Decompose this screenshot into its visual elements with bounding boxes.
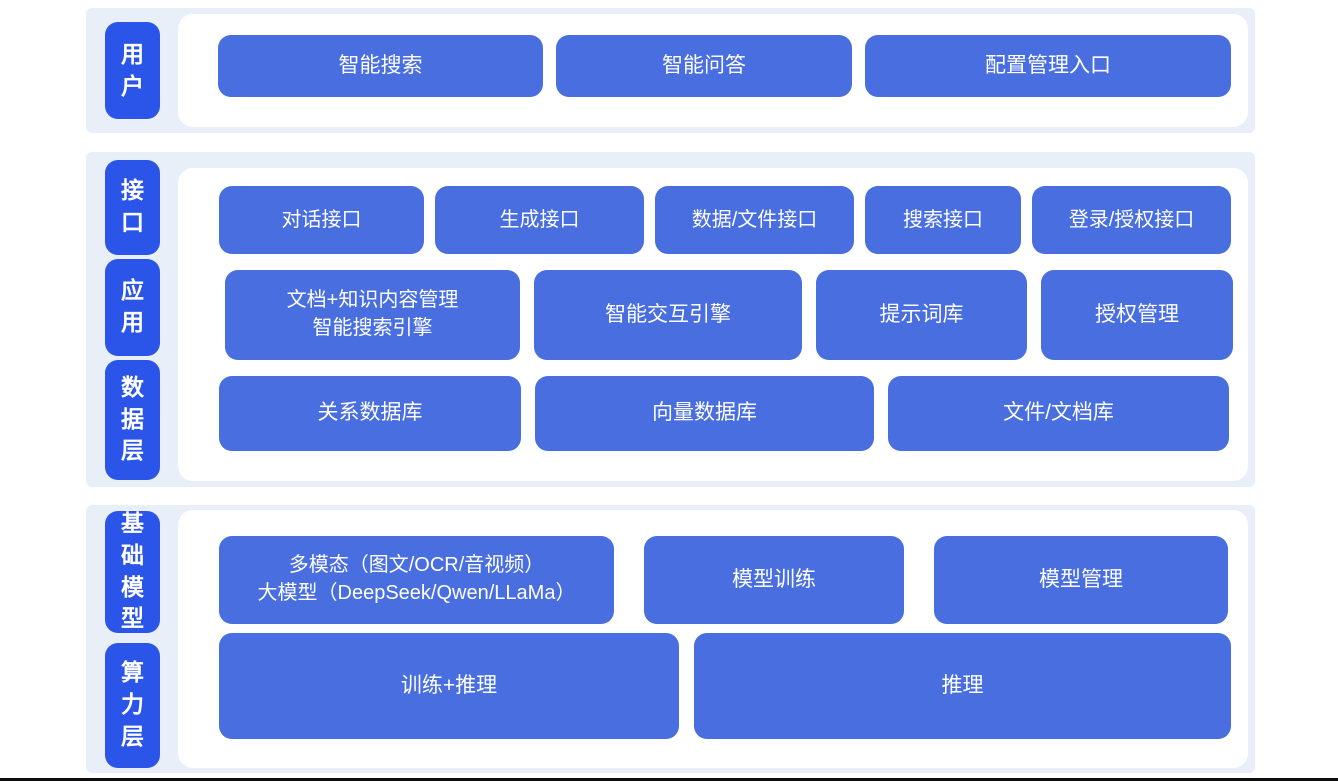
layer-labels-column: 接口 应用 数据层 xyxy=(105,152,160,487)
bottom-divider-line xyxy=(0,778,1338,781)
box-smart-interaction-engine: 智能交互引擎 xyxy=(534,270,802,360)
box-model-training: 模型训练 xyxy=(644,536,904,624)
box-line: 文档+知识内容管理 xyxy=(286,289,459,312)
box-vector-db: 向量数据库 xyxy=(535,376,874,451)
box-line: 智能搜索引擎 xyxy=(312,317,433,339)
box-smart-qa: 智能问答 xyxy=(556,35,852,97)
box-dialog-api: 对话接口 xyxy=(219,186,424,254)
user-layer-panel: 智能搜索 智能问答 配置管理入口 xyxy=(178,14,1248,127)
section-middle-layers: 接口 应用 数据层 对话接口 生成接口 数据/文件接口 搜索接口 登录/授权接口… xyxy=(86,152,1255,487)
box-data-file-api: 数据/文件接口 xyxy=(655,186,854,254)
compute-layer-row: 训练+推理 推理 xyxy=(178,624,1248,739)
box-doc-knowledge-mgmt-search-engine: 文档+知识内容管理 智能搜索引擎 xyxy=(225,270,520,360)
layer-label-data: 数据层 xyxy=(105,359,160,480)
middle-layers-panel: 对话接口 生成接口 数据/文件接口 搜索接口 登录/授权接口 文档+知识内容管理… xyxy=(178,168,1248,481)
box-auth-management: 授权管理 xyxy=(1041,270,1233,360)
box-multimodal-llm: 多模态（图文/OCR/音视频） 大模型（DeepSeek/Qwen/LLaMa） xyxy=(219,536,614,624)
box-file-doc-db: 文件/文档库 xyxy=(888,376,1229,451)
data-layer-row: 关系数据库 向量数据库 文件/文档库 xyxy=(178,360,1248,451)
layer-label-foundation-model: 基础模型 xyxy=(105,510,160,633)
box-line: 大模型（DeepSeek/Qwen/LLaMa） xyxy=(257,582,576,604)
box-line: 多模态（图文/OCR/音视频） xyxy=(288,554,545,577)
layer-label-compute: 算力层 xyxy=(105,642,160,768)
layer-labels-column: 基础模型 算力层 xyxy=(105,505,160,773)
application-layer-row: 文档+知识内容管理 智能搜索引擎 智能交互引擎 提示词库 授权管理 xyxy=(178,254,1248,360)
box-login-auth-api: 登录/授权接口 xyxy=(1032,186,1231,254)
foundation-model-row: 多模态（图文/OCR/音视频） 大模型（DeepSeek/Qwen/LLaMa）… xyxy=(178,510,1248,624)
box-generation-api: 生成接口 xyxy=(435,186,644,254)
interface-layer-row: 对话接口 生成接口 数据/文件接口 搜索接口 登录/授权接口 xyxy=(178,168,1248,254)
user-layer-row: 智能搜索 智能问答 配置管理入口 xyxy=(178,14,1248,97)
box-inference: 推理 xyxy=(694,633,1231,739)
layer-labels-column: 用户 xyxy=(105,8,160,133)
layer-label-user: 用户 xyxy=(105,22,160,119)
layer-label-interface: 接口 xyxy=(105,159,160,255)
box-relational-db: 关系数据库 xyxy=(219,376,521,451)
section-user-layer: 用户 智能搜索 智能问答 配置管理入口 xyxy=(86,8,1255,133)
layer-label-application: 应用 xyxy=(105,258,160,356)
box-smart-search: 智能搜索 xyxy=(218,35,543,97)
box-config-management-entry: 配置管理入口 xyxy=(865,35,1231,97)
section-bottom-layers: 基础模型 算力层 多模态（图文/OCR/音视频） 大模型（DeepSeek/Qw… xyxy=(86,505,1255,773)
box-search-api: 搜索接口 xyxy=(865,186,1021,254)
box-training-inference: 训练+推理 xyxy=(219,633,679,739)
bottom-layers-panel: 多模态（图文/OCR/音视频） 大模型（DeepSeek/Qwen/LLaMa）… xyxy=(178,510,1248,768)
box-model-management: 模型管理 xyxy=(934,536,1228,624)
box-prompt-library: 提示词库 xyxy=(816,270,1027,360)
